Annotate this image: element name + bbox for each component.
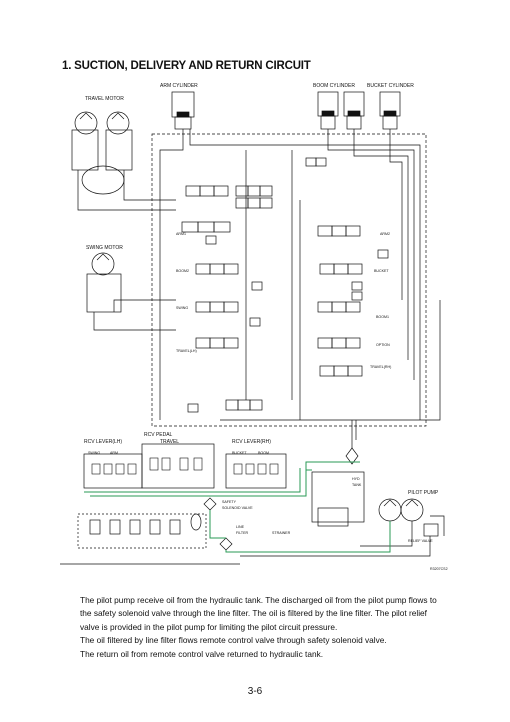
label-pilot-pump: PILOT PUMP [408, 490, 439, 496]
spool-valve-swing [195, 301, 239, 313]
boom-cylinder-left-symbol [317, 91, 339, 130]
label-swing-motor: SWING MOTOR [86, 245, 123, 251]
label-boom-cylinder: BOOM CYLINDER [313, 83, 355, 89]
label-hyd: HYD [352, 477, 360, 481]
paragraph-line: The return oil from remote control valve… [80, 648, 324, 659]
section-title: 1. SUCTION, DELIVERY AND RETURN CIRCUIT [62, 60, 311, 72]
figure-code: R3207CS2 [430, 567, 448, 571]
boom-cylinder-right-symbol [343, 91, 365, 130]
label-strainer: STRAINER [272, 531, 291, 535]
spool-valve-option [317, 337, 361, 349]
label-arm2: ARM2 [380, 232, 390, 236]
rcv-pedal-block [141, 443, 215, 489]
spool-valve-travel-arm [185, 185, 229, 197]
tank-filter-symbol [345, 447, 359, 465]
label-swing: SWING [176, 306, 188, 310]
label-filter: FILTER [236, 531, 249, 535]
label-bucket-cylinder: BUCKET CYLINDER [367, 83, 414, 89]
label-tank: TANK [352, 483, 362, 487]
paragraph-line: the safety solenoid valve through the li… [80, 608, 427, 619]
rcv-lever-lh-block [83, 453, 143, 489]
label-travel-lh: TRAVEL(LH) [176, 349, 197, 353]
hydraulic-tank-block [311, 471, 365, 523]
main-control-valve-block [151, 133, 427, 427]
label-boom1: BOOM1 [376, 315, 389, 319]
label-arm-lever: ARM [110, 451, 118, 455]
paragraph-line: The pilot pump receive oil from the hydr… [80, 595, 437, 605]
label-bucket-lever: BUCKET [232, 451, 247, 455]
label-bucket: BUCKET [374, 269, 389, 273]
bucket-cylinder-symbol [379, 91, 401, 130]
spool-valve-travel-rh [319, 365, 363, 377]
spool-valve-arm1 [181, 221, 231, 233]
swing-motor-symbol [86, 252, 122, 313]
label-arm-cylinder: ARM CYLINDER [160, 83, 198, 89]
label-option: OPTION [376, 343, 390, 347]
pilot-pump-symbol-right [400, 498, 424, 522]
label-arm1: ARM1 [176, 232, 186, 236]
spool-valve-boom2 [195, 263, 239, 275]
label-safety: SAFETY [222, 500, 237, 504]
page-number: 3-6 [247, 686, 263, 697]
spool-valve-straight-travel [225, 399, 263, 411]
strainer-symbol [317, 507, 349, 527]
arm-cylinder-symbol [171, 91, 195, 138]
bottom-valve-bank [77, 513, 207, 549]
travel-motor-symbols [71, 111, 133, 195]
spool-valve-arm2 [317, 225, 361, 237]
label-relief-valve: RELIEF VALVE [408, 539, 433, 543]
label-travel-motor: TRAVEL MOTOR [85, 96, 124, 102]
pilot-pump-symbol-left [378, 498, 402, 522]
label-line: LINE [236, 525, 245, 529]
paragraph-line: valve is provided in the pilot pump for … [80, 621, 338, 632]
spool-valve-bucket [319, 263, 363, 275]
label-boom2: BOOM2 [176, 269, 189, 273]
spool-valve-boom1 [317, 301, 361, 313]
label-travel-rh: TRAVEL(RH) [370, 365, 391, 369]
relief-valve-symbol [423, 523, 439, 537]
check-valve-symbols [187, 235, 389, 413]
line-filter-symbol [219, 537, 233, 551]
label-rcv-pedal: RCV PEDAL [144, 432, 173, 438]
paragraph-line: The oil filtered by line filter flows re… [80, 635, 387, 646]
safety-solenoid-valve-symbol [203, 497, 217, 511]
spool-valve-arm2-upper [235, 185, 273, 209]
description-text: The pilot pump receive oil from the hydr… [80, 594, 480, 661]
label-swing-lever: SWING [88, 451, 100, 455]
rcv-lever-rh-block [225, 453, 287, 489]
label-rcv-lever-rh: RCV LEVER(RH) [232, 439, 271, 445]
label-travel-pedal: TRAVEL [160, 439, 179, 445]
label-boom-lever: BOOM [258, 451, 269, 455]
spool-valve-travel-lh [195, 337, 239, 349]
label-solenoid-valve: SOLENOID VALVE [222, 506, 253, 510]
hydraulic-circuit-diagram: ARM CYLINDER BOOM CYLINDER BUCKET CYLIND… [60, 83, 448, 571]
label-rcv-lever-lh: RCV LEVER(LH) [84, 439, 122, 445]
spool-valve-top-right [305, 157, 327, 167]
pilot-lines [84, 461, 391, 553]
